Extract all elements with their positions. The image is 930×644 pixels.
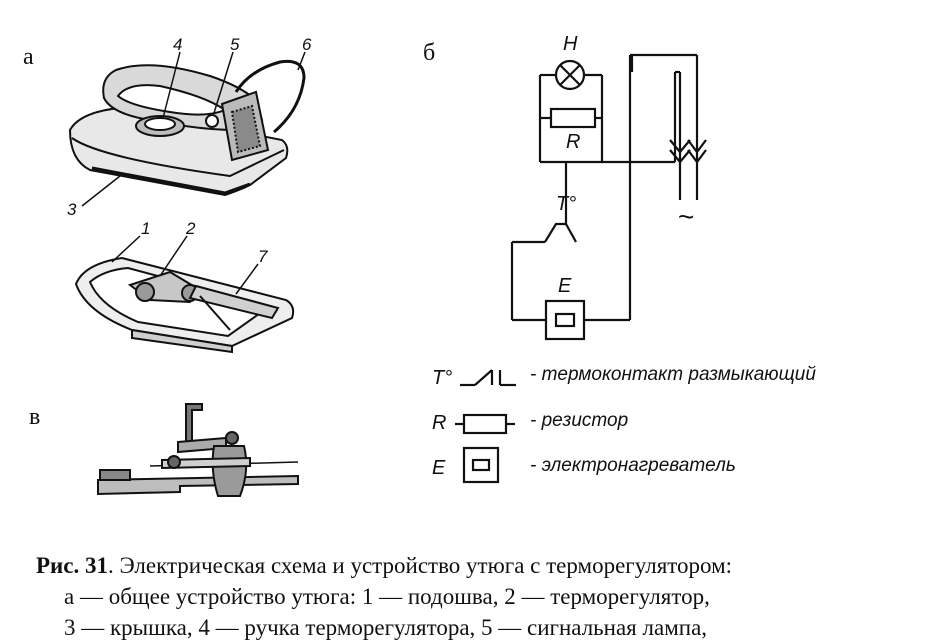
part-number-1: 1 [141,219,150,238]
iron-opened-drawing [74,235,295,354]
resistor-label: R [566,131,580,153]
part-number-7: 7 [258,247,268,266]
figure-caption: Рис. 31. Электрическая схема и устройств… [36,550,926,643]
thermostat-detail-drawing [97,403,299,497]
panel-label-b: б [423,40,436,66]
legend-heater-symbol [462,446,500,484]
caption-line-2: а — общее устройство утюга: 1 — подошва,… [64,584,710,609]
circuit-diagram [510,53,707,322]
part-number-2: 2 [185,219,196,238]
legend-text-resistor: - резистор [530,410,629,431]
caption-line-3: 3 — крышка, 4 — ручка терморегулятора, 5… [64,615,708,640]
heater-label: E [558,275,572,297]
lamp-symbol [554,59,586,91]
ac-symbol: ~ [678,201,694,232]
legend-thermo-symbol [460,369,516,387]
part-number-5: 5 [230,35,240,54]
part-number-6: 6 [302,35,312,54]
legend-text-heater: - электронагреватель [530,455,736,476]
lamp-label: H [563,33,578,55]
part-number-3: 3 [67,200,77,219]
caption-title: . Электрическая схема и устройство утюга… [108,553,733,578]
thermo-contact-label: T° [556,193,576,215]
caption-line-1: Рис. 31. Электрическая схема и устройств… [36,550,926,581]
legend-resistor-symbol [455,413,515,435]
iron-general-drawing [68,51,306,207]
resistor-symbol [549,107,597,129]
legend-symbol-resistor: R [432,412,447,434]
legend-symbol-thermo: T° [432,367,453,389]
legend-symbol-heater: E [432,457,446,479]
panel-label-v: в [29,404,41,430]
figure-number: Рис. 31 [36,553,109,578]
part-number-4: 4 [173,35,182,54]
heater-symbol [544,299,586,341]
legend-text-thermo: - термоконтакт размыкающий [530,364,816,385]
panel-label-a: а [23,44,34,70]
